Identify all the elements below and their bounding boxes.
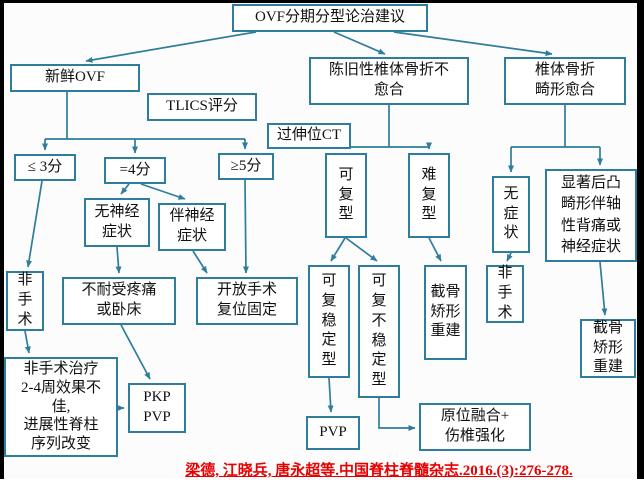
node-asymptomatic: 无 症 状 bbox=[492, 176, 530, 253]
node-score-ge5: ≥5分 bbox=[218, 153, 274, 180]
frame-top-edge bbox=[0, 0, 644, 3]
node-open-surgery: 开放手术 复位固定 bbox=[196, 277, 298, 325]
node-kyphosis-symptoms: 显著后凸 畸形伴轴 性背痛或 神经症状 bbox=[545, 169, 637, 262]
node-no-neuro-symptoms: 无神经 症状 bbox=[84, 198, 150, 247]
node-hyperextension-ct: 过伸位CT bbox=[267, 123, 351, 149]
node-score-le3: ≤ 3分 bbox=[14, 154, 76, 181]
node-nonsurgical-failure: 非手术治疗 2-4周效果不 佳, 进展性脊柱 序列改变 bbox=[4, 357, 118, 457]
node-title: OVF分期分型论治建议 bbox=[232, 4, 428, 32]
node-osteotomy-right: 截骨 矫形 重建 bbox=[580, 319, 636, 378]
frame-left-edge bbox=[0, 0, 4, 479]
node-with-neuro-symptoms: 伴神经 症状 bbox=[158, 203, 226, 251]
node-pvp: PVP bbox=[306, 416, 360, 450]
node-reducible-unstable: 可 复 不 稳 定 型 bbox=[358, 265, 400, 398]
node-pkp-pvp: PKP PVP bbox=[128, 383, 186, 433]
node-nonsurgical-left: 非 手 术 bbox=[6, 271, 44, 331]
node-reducible-stable: 可 复 稳 定 型 bbox=[308, 265, 350, 378]
node-in-situ-fusion: 原位融合+ 伤椎强化 bbox=[419, 403, 531, 451]
node-old-nonunion: 陈旧性椎体骨折不 愈合 bbox=[309, 57, 469, 105]
node-pain-or-bedrest-intolerant: 不耐受疼痛 或卧床 bbox=[62, 277, 176, 325]
node-score-eq4: =4分 bbox=[104, 157, 166, 184]
citation-text: 梁德, 江晓兵, 唐永超等.中国脊柱脊髓杂志.2016.(3):276-278. bbox=[185, 463, 573, 479]
node-nonsurgical-right: 非 手 术 bbox=[486, 265, 524, 323]
node-irreducible: 难 复 型 bbox=[408, 153, 450, 238]
node-malunion: 椎体骨折 畸形愈合 bbox=[504, 57, 626, 105]
node-fresh-ovf: 新鲜OVF bbox=[10, 64, 140, 92]
node-tlics-score: TLICS评分 bbox=[147, 93, 257, 121]
frame-right-edge bbox=[637, 0, 644, 479]
node-osteotomy-mid: 截骨 矫形 重建 bbox=[424, 265, 467, 360]
node-reducible: 可 复 型 bbox=[325, 153, 367, 238]
